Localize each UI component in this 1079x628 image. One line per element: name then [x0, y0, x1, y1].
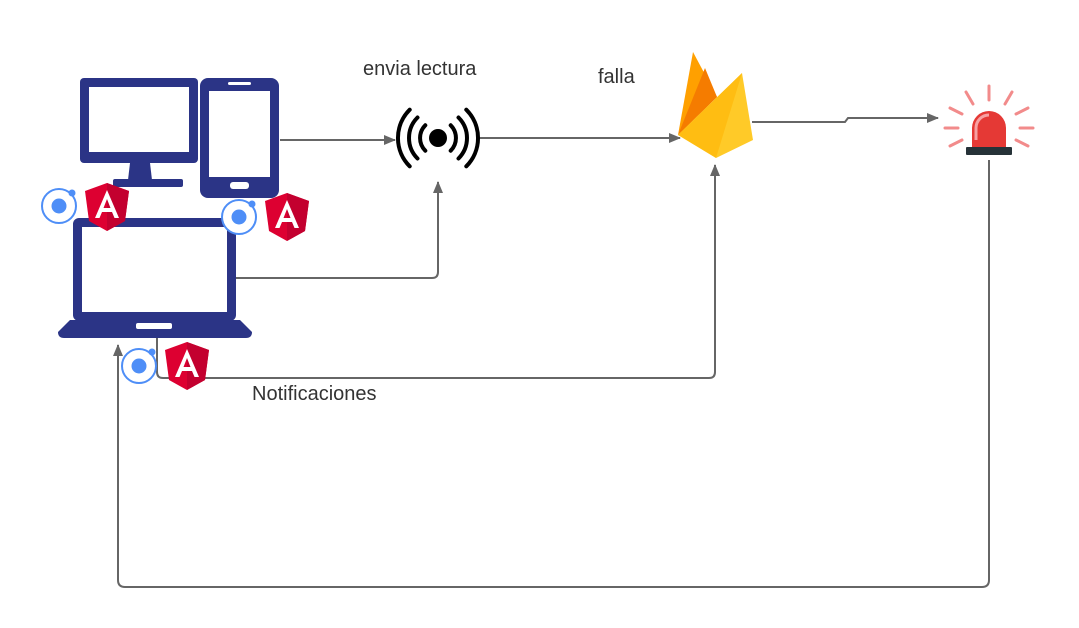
- angular-logo-icon: [265, 193, 309, 241]
- ionic-logo-icon: [41, 188, 77, 224]
- ionic-logo-icon: [221, 199, 257, 235]
- monitor-icon: [80, 78, 198, 187]
- siren-light-icon: [943, 84, 1035, 155]
- label-send-reading: envia lectura: [363, 58, 477, 80]
- angular-logo-icon: [165, 342, 209, 390]
- label-notifications: Notificaciones: [252, 383, 377, 405]
- laptop-icon: [58, 218, 252, 338]
- firebase-icon: [678, 52, 753, 158]
- wireless-broadcast-icon: [395, 107, 481, 169]
- ionic-logo-icon: [121, 348, 157, 384]
- angular-logo-icon: [85, 183, 129, 231]
- label-failure: falla: [598, 66, 636, 88]
- connector-alarm-to-laptop: [113, 160, 990, 588]
- smartphone-icon: [200, 78, 279, 198]
- connector-firebase-to-alarm: [752, 113, 939, 123]
- connector-laptop-notifications-to-firebase: [156, 164, 720, 379]
- connector-laptop-to-sensor: [235, 181, 443, 279]
